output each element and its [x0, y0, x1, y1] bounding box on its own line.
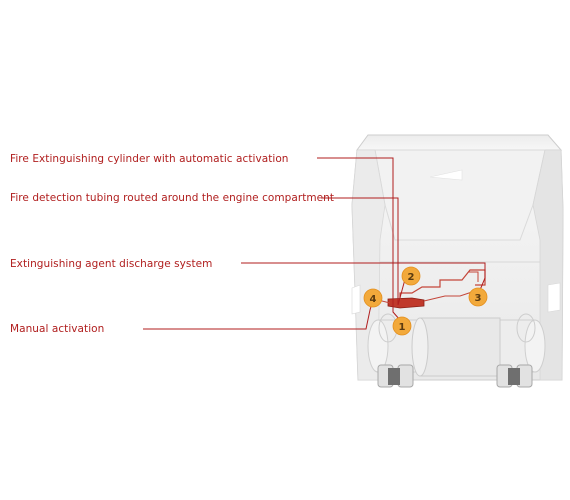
marker-4-circle: [363, 288, 383, 308]
marker-2-number: 2: [408, 272, 415, 283]
marker-1: 1: [392, 316, 412, 336]
leader-line-4: [143, 302, 373, 330]
leader-line-2: [321, 197, 408, 306]
marker-2-circle: [401, 266, 421, 286]
marker-4: 4: [363, 288, 383, 308]
callout-label-2: Fire detection tubing routed around the …: [10, 192, 335, 204]
callout-label-4: Manual activation: [10, 323, 105, 335]
marker-3-circle: [468, 287, 488, 307]
marker-2: 2: [401, 266, 421, 286]
marker-1-number: 1: [399, 322, 406, 333]
chassis: [367, 313, 546, 388]
callout-label-3: Extinguishing agent discharge system: [10, 258, 213, 270]
marker-4-number: 4: [370, 294, 377, 305]
marker-3-number: 3: [475, 293, 482, 304]
leader-line-3: [241, 262, 486, 291]
leader-lines: [143, 157, 486, 330]
marker-1-circle: [392, 316, 412, 336]
leader-line-1: [317, 157, 401, 321]
marker-3: 3: [468, 287, 488, 307]
callout-label-1: Fire Extinguishing cylinder with automat…: [10, 153, 289, 165]
